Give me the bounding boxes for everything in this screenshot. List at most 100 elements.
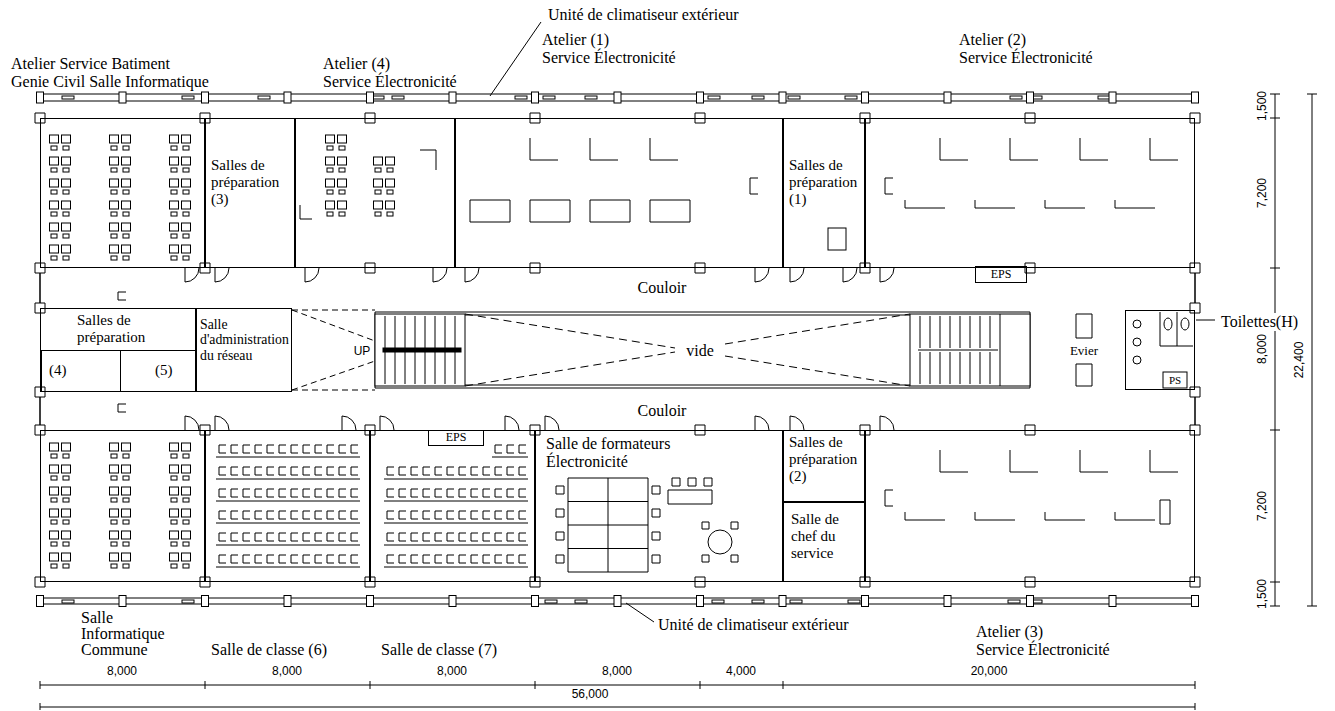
window-marks <box>62 96 1110 603</box>
text-line: Salle <box>200 317 289 332</box>
text-line: d'administration <box>200 332 289 347</box>
toilet-room: Toilettes(H) <box>1125 310 1195 390</box>
chairs <box>702 522 738 562</box>
handrail <box>383 348 461 352</box>
room: Salles de préparation (2) <box>783 430 865 502</box>
text-line: Commune <box>81 642 165 658</box>
room: Salle d'administration du réseau <box>196 308 292 392</box>
room: Atelier (2) Service Électronicité <box>865 118 1195 268</box>
text-line: préparation <box>211 174 279 191</box>
urinal <box>1133 338 1141 346</box>
facade-line <box>36 94 1199 604</box>
door-swing <box>185 416 894 430</box>
door-swing <box>185 268 894 282</box>
dimension: 8,000 <box>1256 334 1269 364</box>
void-dashed <box>465 314 910 386</box>
room-name: Salle d'administration du réseau <box>200 317 289 363</box>
void-outline <box>375 312 1030 388</box>
dimension: 56,000 <box>572 688 609 701</box>
text-line: Atelier (2) <box>959 31 1093 49</box>
leader-line <box>1196 320 1215 321</box>
dimension: 20,000 <box>971 665 1008 678</box>
room: Atelier (3) Service Électronicité <box>865 430 1195 582</box>
text-line: Salles de <box>211 157 279 174</box>
text-line: du réseau <box>200 348 289 363</box>
text-line: service <box>791 545 839 562</box>
text-line: Salles de <box>789 157 857 174</box>
dimension: 8,000 <box>107 665 137 678</box>
dimension: 1,500 <box>1256 579 1269 609</box>
room: Atelier Service Batiment Genie Civil Sal… <box>40 118 205 268</box>
workbench <box>300 150 436 219</box>
meeting-table <box>568 478 648 572</box>
round-table <box>708 530 732 554</box>
text-line: Service Électronicité <box>959 49 1093 67</box>
workbench <box>885 450 1178 524</box>
text-line: Genie Civil Salle Informatique <box>11 73 209 91</box>
room: Salle de formateurs Électronicité <box>535 430 783 582</box>
room: Salle Informatique Commune <box>40 430 205 582</box>
text-line: (1) <box>789 191 857 208</box>
room-name: Salles de préparation (2) <box>789 434 857 484</box>
void-label: vide <box>686 342 714 360</box>
room-name: Salle de chef du service <box>791 511 839 561</box>
text-line: (3) <box>211 191 279 208</box>
text-line: Salle <box>81 610 165 626</box>
stair-label: UP <box>352 345 373 358</box>
room: Atelier (4) Service Électronicité <box>295 118 455 268</box>
dimension: 7,200 <box>1256 491 1269 521</box>
wc <box>1181 318 1189 330</box>
dimension: 22,400 <box>1293 342 1306 379</box>
corridor-label: Couloir <box>638 279 687 297</box>
room-name: Atelier (1) Service Électronicité <box>542 31 676 67</box>
facade-posts <box>37 92 1199 607</box>
dimension: 8,000 <box>272 665 302 678</box>
room-name: Atelier (4) Service Électronicité <box>323 55 457 91</box>
room: Salle de classe (6) <box>205 430 370 582</box>
room-name: Atelier (3) Service Électronicité <box>976 623 1110 659</box>
room-name: Salles de préparation (1) <box>789 157 857 207</box>
text-line: chef du <box>791 528 839 545</box>
shaft-box: EPS <box>975 266 1027 283</box>
room-group: Salles de préparation (4) (5) <box>40 308 196 392</box>
room-name: Salle de classe (6) <box>211 641 327 659</box>
chairs <box>556 486 660 563</box>
text-line: Atelier (3) <box>976 623 1110 641</box>
text-line: Service Électronicité <box>976 641 1110 659</box>
room-name: (4) <box>49 362 67 379</box>
room: (5) <box>120 350 196 392</box>
room-name: EPS <box>991 268 1012 281</box>
text-line: préparation <box>789 451 857 468</box>
text-line: Service Électronicité <box>323 73 457 91</box>
text-line: Atelier Service Batiment <box>11 55 209 73</box>
room: Salles de préparation (3) <box>205 118 295 268</box>
void-dashed <box>292 310 375 390</box>
room: (4) <box>41 350 121 392</box>
urinal <box>1133 320 1141 328</box>
text-line: Salles de <box>789 434 857 451</box>
dimension-line <box>1270 94 1317 606</box>
text-line: Atelier (4) <box>323 55 457 73</box>
dimension-line <box>40 681 1195 710</box>
room: Atelier (1) Service Électronicité <box>455 118 783 268</box>
dimension: 7,200 <box>1256 178 1269 208</box>
dimension: 8,000 <box>602 665 632 678</box>
room-name: Salles de préparation (3) <box>211 157 279 207</box>
fixture-label: Evier <box>1068 344 1100 359</box>
shaft-box: EPS <box>428 430 484 446</box>
room-name: (5) <box>155 362 173 379</box>
shaft <box>1163 372 1187 388</box>
stair-treads <box>918 314 1000 386</box>
text-line: préparation <box>789 174 857 191</box>
text-line: Atelier (1) <box>542 31 676 49</box>
corridor-label: Couloir <box>638 402 687 420</box>
workbench <box>530 138 758 194</box>
room-name: Salles de préparation <box>77 312 145 346</box>
leader-line <box>490 22 541 96</box>
column <box>35 113 1200 587</box>
text-line: Service Électronicité <box>542 49 676 67</box>
room-name: Atelier (2) Service Électronicité <box>959 31 1093 67</box>
staircase <box>375 314 465 386</box>
room-name: EPS <box>446 431 467 444</box>
room-name: Salle de formateurs Électronicité <box>546 435 670 471</box>
